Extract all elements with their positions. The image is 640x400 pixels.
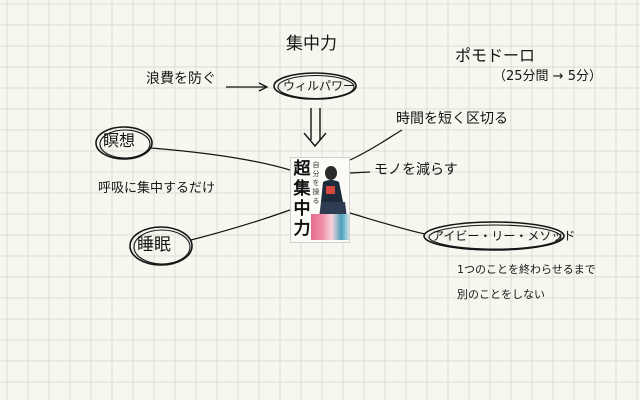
ivy-lee-detail-1: 1つのことを終わらせるまで: [457, 263, 596, 276]
arrowhead-prevent: [258, 82, 269, 92]
line-book-to-ivy: [349, 212, 426, 235]
book-title-char: 超: [293, 159, 311, 179]
line-book-to-things: [349, 171, 371, 174]
book-cover-band: [311, 214, 349, 240]
line-meditation-to-book: [150, 147, 291, 171]
reduce-things-label: モノを減らす: [374, 162, 458, 178]
pomodoro-detail: （25分間 → 5分）: [493, 69, 602, 84]
book-subtitle-char: 分: [312, 170, 320, 178]
ivy-lee-ellipse: [423, 221, 565, 251]
sleep-circle-2: [133, 229, 191, 265]
willpower-label: ウィルパワー: [283, 79, 356, 93]
ivy-lee-label: アイビー・リー・メソッド: [432, 229, 576, 243]
meditation-circle: [95, 126, 153, 160]
sleep-label: 睡眠: [137, 235, 171, 255]
book-subtitle-char: 自: [312, 161, 320, 169]
breathing-label: 呼吸に集中するだけ: [98, 181, 216, 196]
book-title-char: 集: [293, 179, 311, 199]
pomodoro-label: ポモドーロ: [455, 46, 536, 65]
meditation-label: 瞑想: [103, 131, 136, 150]
arrow-willpower-to-book: [303, 108, 327, 148]
line-book-to-time: [349, 129, 403, 161]
willpower-ellipse-2: [277, 74, 355, 100]
book-title: 超 集 中 力: [292, 159, 312, 239]
ivy-lee-detail-2: 別のことをしない: [457, 288, 545, 301]
book-subtitle-char: を: [312, 179, 320, 187]
focus-label: 集中力: [286, 34, 337, 54]
book-cover: 超 集 中 力 自 分 を 操 る: [290, 157, 350, 243]
book-title-char: 力: [293, 219, 311, 239]
line-sleep-to-book: [190, 209, 291, 241]
prevent-waste-label: 浪費を防ぐ: [146, 71, 216, 87]
sleep-circle: [129, 226, 193, 266]
book-title-char: 中: [293, 199, 311, 219]
shorten-time-label: 時間を短く区切る: [396, 111, 508, 127]
book-subtitle: 自 分 を 操 る: [312, 161, 320, 206]
book-subtitle-char: 操: [312, 188, 320, 196]
meditation-circle-2: [99, 129, 151, 159]
book-subtitle-char: る: [312, 197, 320, 205]
ivy-lee-ellipse-2: [428, 224, 562, 250]
